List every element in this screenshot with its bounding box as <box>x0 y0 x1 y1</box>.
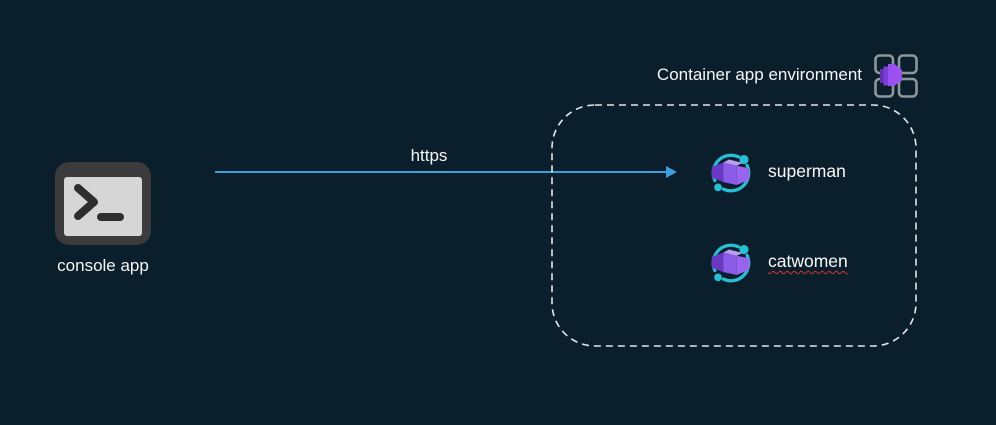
app-label-superman: superman <box>768 161 846 181</box>
https-arrow[interactable] <box>215 171 667 173</box>
container-app-environment-icon <box>874 54 918 98</box>
container-app-icon <box>711 153 751 193</box>
terminal-screen <box>64 177 142 236</box>
https-label: https <box>410 146 448 165</box>
console-app-node[interactable] <box>55 162 151 245</box>
app-node-catwomen[interactable] <box>707 239 755 287</box>
container-env-label: Container app environment <box>656 65 862 84</box>
console-app-label: console app <box>57 256 149 275</box>
app-node-superman[interactable] <box>707 149 755 197</box>
arrowhead-icon <box>666 166 677 178</box>
terminal-icon <box>55 162 151 245</box>
app-label-catwomen: catwomen <box>768 251 848 271</box>
container-env-box[interactable] <box>551 104 917 347</box>
terminal-prompt-glyph <box>74 184 124 221</box>
dashed-border <box>551 104 917 347</box>
container-app-icon <box>711 243 751 283</box>
